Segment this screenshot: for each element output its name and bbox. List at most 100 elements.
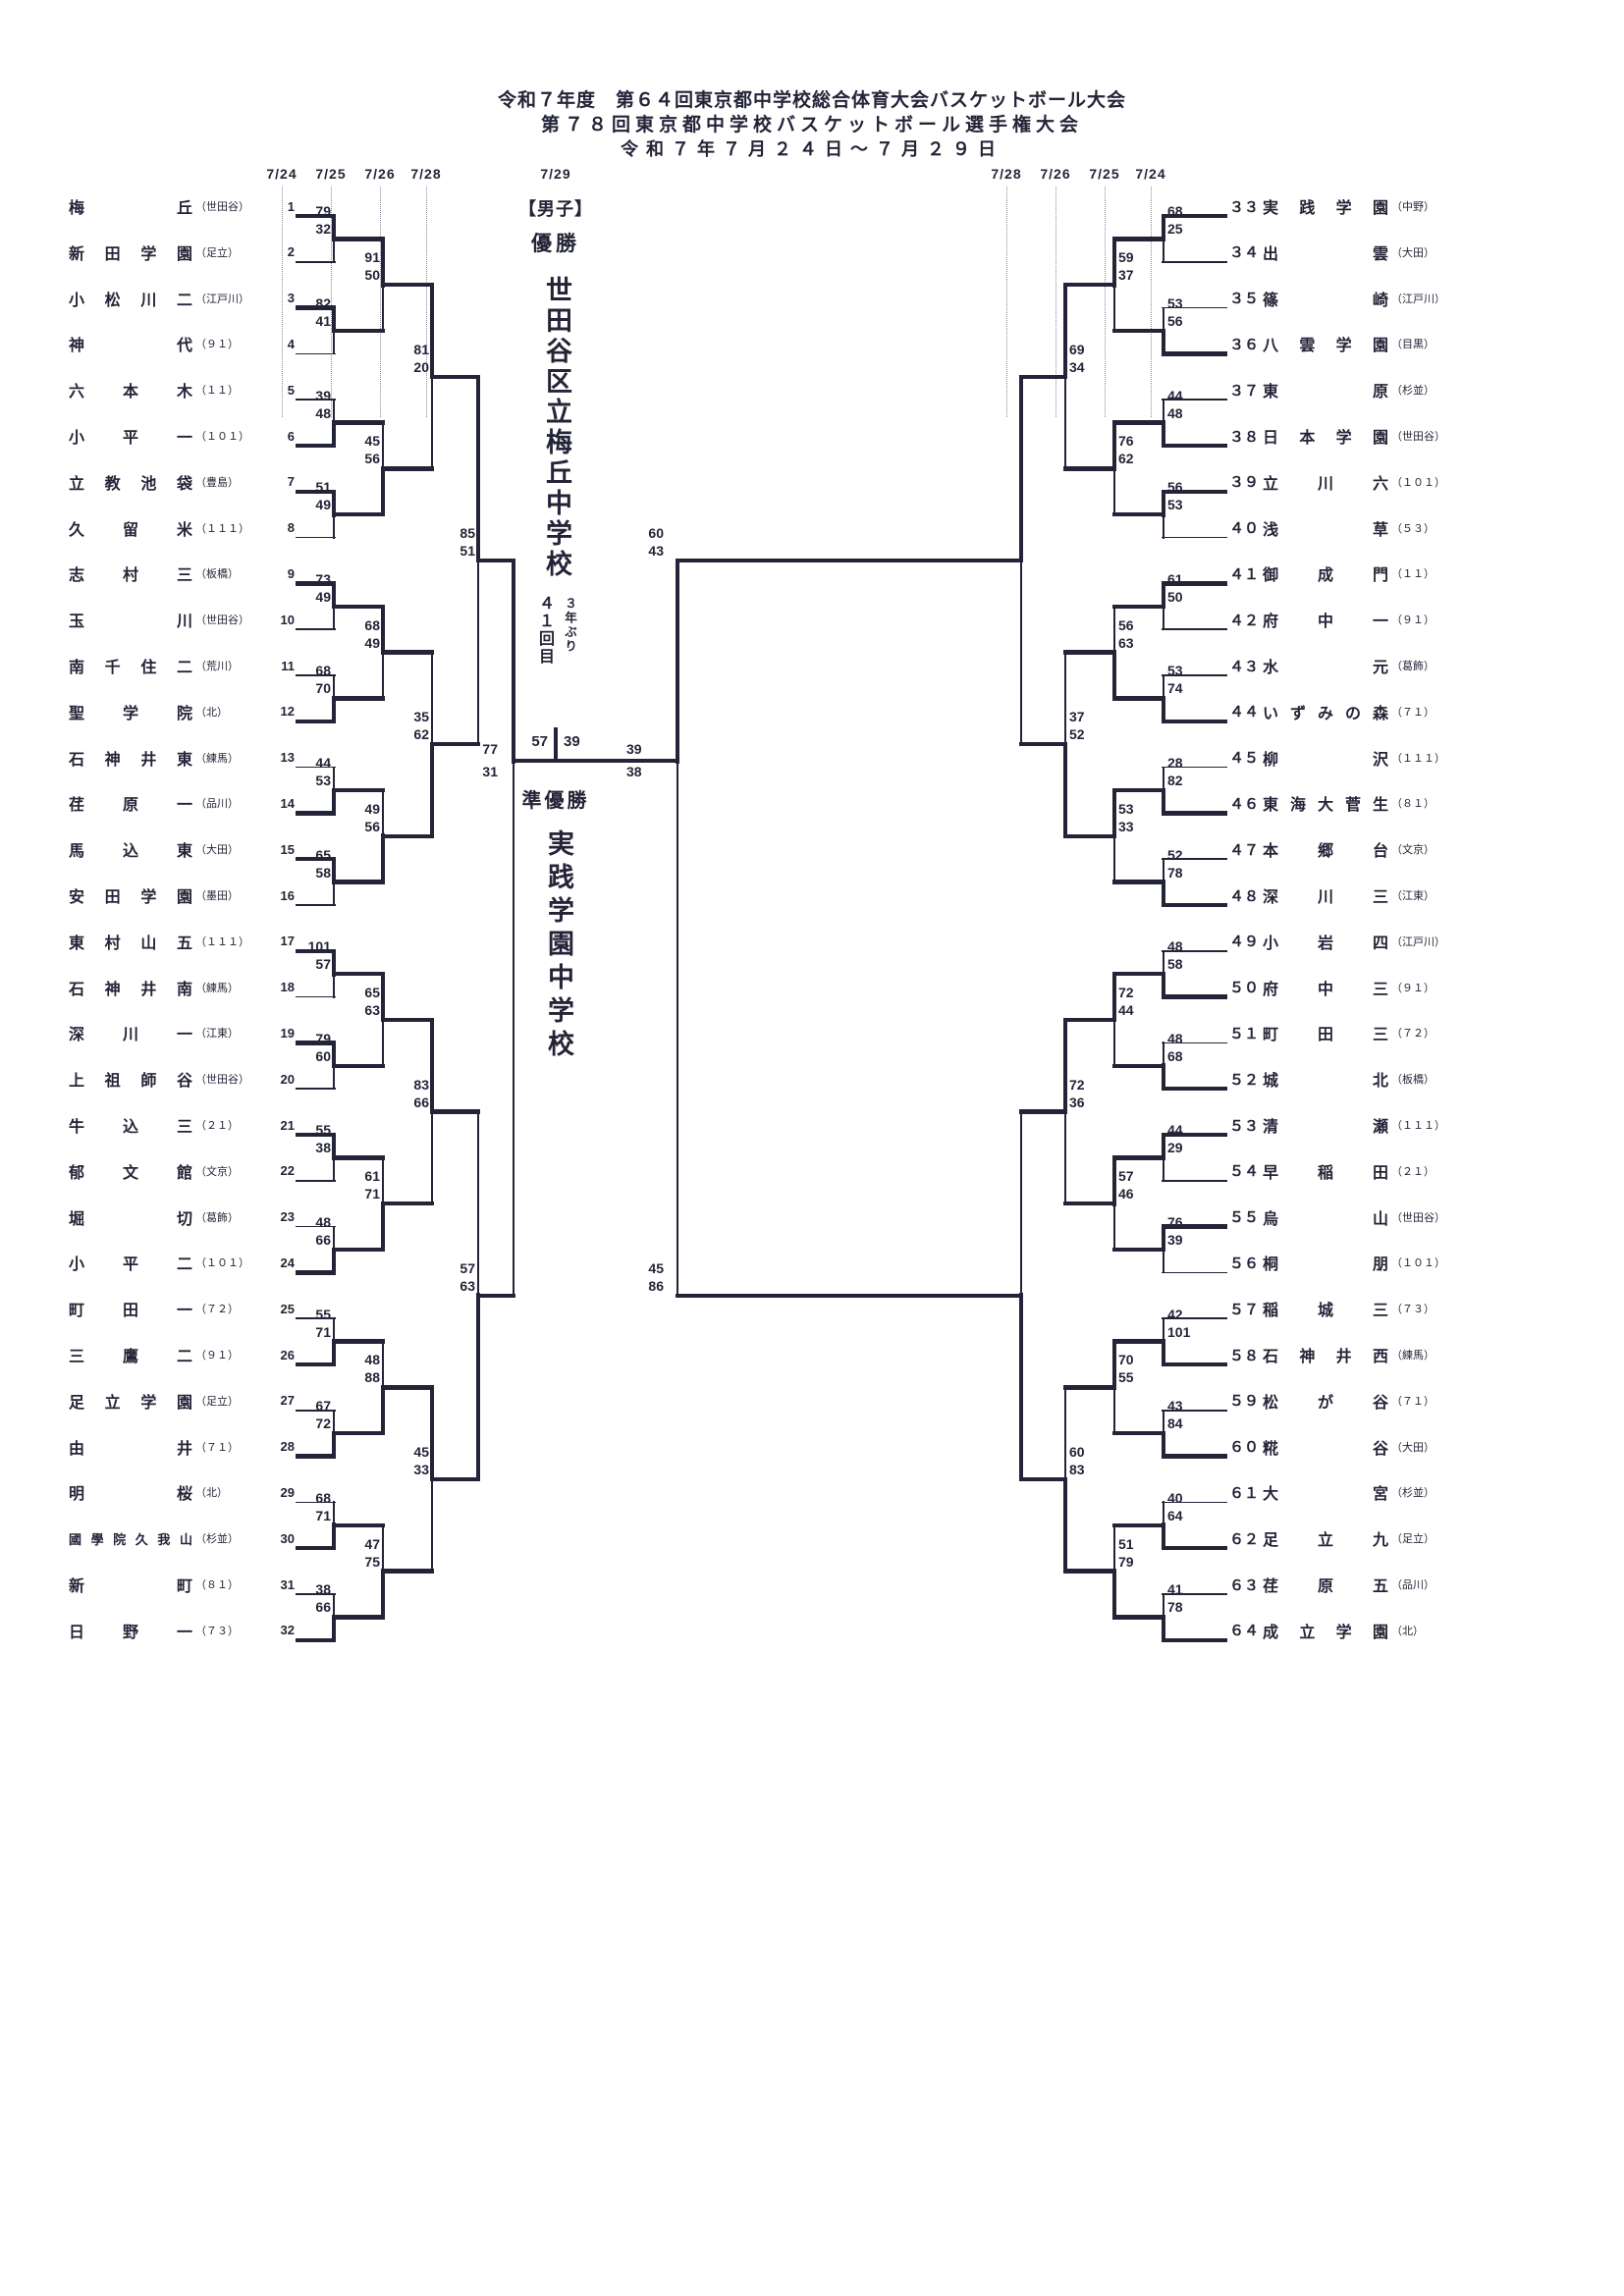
team-seed: 27 — [280, 1393, 295, 1409]
bracket-line — [333, 1501, 335, 1528]
match-score: 48 — [315, 404, 331, 421]
team-name-char: 日 — [69, 1624, 85, 1641]
team-seed: ６４ — [1229, 1623, 1260, 1640]
team-name-char: 門 — [1372, 567, 1388, 585]
team-name-char: み — [1317, 705, 1333, 722]
bracket-line — [429, 1386, 435, 1482]
bracket-line — [381, 1385, 434, 1390]
team-name-char: 田 — [104, 245, 121, 263]
match-score: 48 — [364, 1352, 380, 1368]
team-name-char: 村 — [122, 567, 138, 585]
bracket-line — [381, 1569, 434, 1574]
team-name-char: 生 — [1372, 797, 1388, 815]
team-district: （７３） — [195, 1625, 239, 1637]
bracket-line — [1162, 628, 1227, 630]
bracket-line — [331, 1041, 337, 1069]
bracket-line — [332, 511, 385, 517]
team-seed: ３４ — [1229, 244, 1260, 262]
team-name-char: 込 — [122, 1119, 138, 1136]
match-score: 57 — [315, 956, 331, 973]
team-name-char: 我 — [157, 1531, 171, 1547]
match-score: 44 — [315, 755, 331, 771]
bracket-line — [332, 420, 385, 425]
bracket-line — [430, 1109, 480, 1114]
team-name-char: 師 — [140, 1073, 157, 1091]
bracket-line — [429, 1019, 435, 1115]
team-name-char: 本 — [1299, 430, 1316, 447]
bracket-line — [296, 1317, 336, 1319]
bracket-line — [1162, 719, 1227, 724]
team-name-char: 足 — [69, 1394, 85, 1412]
match-score: 28 — [1167, 755, 1183, 771]
match-score: 48 — [1167, 1030, 1183, 1046]
match-score: 58 — [315, 864, 331, 881]
bracket-line — [1063, 1201, 1116, 1206]
team-name-char: 立 — [1263, 475, 1279, 493]
match-score: 64 — [1167, 1507, 1183, 1523]
team-seed: ５６ — [1229, 1255, 1260, 1272]
team-name-char: 東 — [176, 751, 192, 769]
bracket-line — [1162, 1317, 1227, 1319]
bracket-line — [296, 856, 336, 862]
match-score: 65 — [315, 846, 331, 863]
team-row: 安田学園（墨田）16 — [69, 884, 295, 907]
team-district: （７２） — [1391, 1028, 1435, 1041]
team-seed: 26 — [280, 1347, 295, 1362]
team-seed: 18 — [280, 980, 295, 995]
team-name-char: 学 — [1335, 1624, 1352, 1641]
team-name-char: 園 — [1372, 338, 1388, 355]
match-score: 86 — [648, 1277, 664, 1294]
team-name-char: 雲 — [1372, 245, 1388, 263]
team-name-char: 園 — [176, 889, 192, 906]
team-name-char: 神 — [1299, 1349, 1316, 1365]
bracket-line — [1162, 1271, 1227, 1274]
team-name: 烏山 — [1263, 1205, 1388, 1229]
team-row: 新田学園（足立）2 — [69, 241, 295, 263]
team-name: 志村三 — [69, 561, 192, 585]
team-name-char: 教 — [104, 475, 121, 493]
team-district: （足立） — [1391, 1533, 1435, 1546]
bracket-line — [333, 1063, 335, 1091]
team-name: 糀谷 — [1263, 1435, 1388, 1459]
team-name-char: 九 — [1372, 1532, 1388, 1550]
team-name-char: 上 — [69, 1073, 85, 1091]
team-row: 志村三（板橋）9 — [69, 561, 295, 585]
team-name-char: 米 — [176, 521, 192, 539]
match-score: 56 — [1167, 313, 1183, 329]
team-seed: 12 — [280, 704, 295, 720]
bracket-line — [1162, 811, 1227, 816]
team-seed: ５１ — [1229, 1025, 1260, 1042]
bracket-line — [333, 766, 335, 793]
team-seed: ６２ — [1229, 1530, 1260, 1548]
bracket-line — [1163, 1409, 1164, 1436]
team-seed: 10 — [280, 612, 295, 627]
team-name: 成立学園 — [1263, 1619, 1388, 1642]
bracket-line — [1020, 558, 1022, 746]
bracket-line — [296, 674, 336, 676]
team-name-char: 川 — [140, 292, 157, 309]
team-district: （江戸川） — [195, 293, 249, 305]
bracket-line — [1019, 741, 1067, 747]
bracket-line — [1062, 284, 1068, 380]
bracket-line — [1161, 1134, 1166, 1160]
match-score: 46 — [1118, 1186, 1134, 1202]
team-district: （豊島） — [195, 476, 239, 489]
team-name-char: 神 — [104, 751, 121, 769]
team-name-char: 二 — [176, 660, 192, 676]
team-name-char: 木 — [176, 384, 192, 401]
team-district: （練馬） — [195, 982, 239, 994]
bracket-line — [1064, 1386, 1066, 1482]
bracket-line — [296, 305, 336, 310]
bracket-line — [333, 1409, 335, 1436]
team-name: 久留米 — [69, 516, 192, 540]
team-name: 出雲 — [1263, 240, 1388, 264]
team-name-char: 一 — [176, 1303, 192, 1320]
match-score: 61 — [364, 1168, 380, 1185]
date-guideline — [1006, 187, 1007, 417]
match-score: 76 — [1118, 433, 1134, 450]
final-score-right: 39 — [564, 733, 580, 750]
